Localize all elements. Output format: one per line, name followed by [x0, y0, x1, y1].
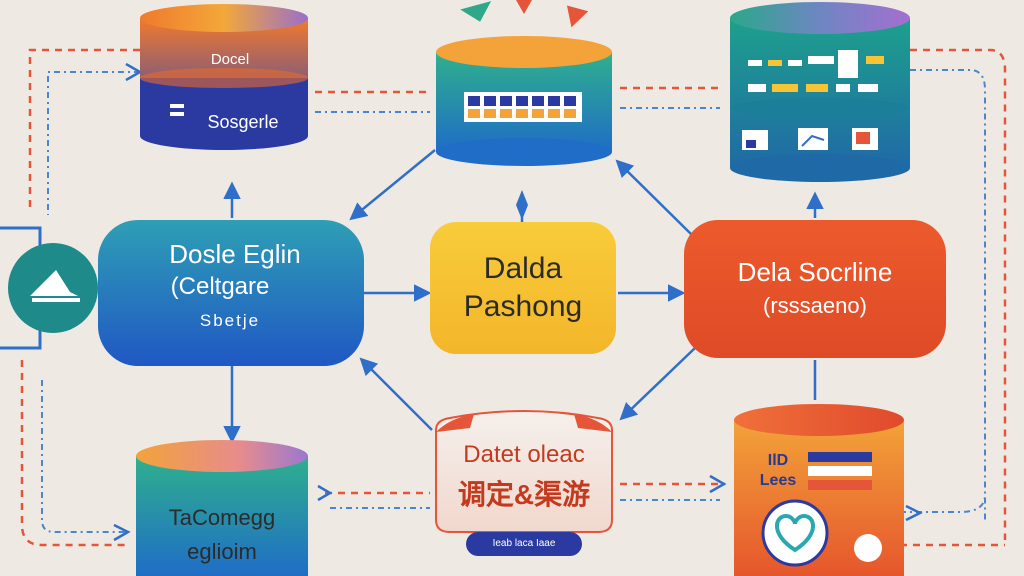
arrow-bottomcenter-to-left [359, 357, 433, 431]
left-process-line3: Sbetje [199, 311, 261, 330]
left-process-line1: Dosle Eglin [169, 239, 301, 269]
bottom-center-line1: Datet oleac [463, 441, 585, 468]
solid-arrows [223, 149, 824, 444]
bottom-left-db-line2: eglioim [187, 539, 257, 564]
bottom-left-database [136, 440, 308, 576]
data-table-icon [748, 50, 884, 92]
dashed-line-bottom-right-inner [900, 494, 986, 513]
dashed-arrowhead-bottom-right [709, 474, 727, 494]
dashed-line-top-left-outer [28, 48, 140, 210]
arrow-right-to-topcenter [615, 159, 693, 236]
control-knob-icon [854, 534, 882, 562]
dashed-line-bottom-left-inner [41, 380, 128, 533]
dashed-arrowhead-bottomleft-center [317, 484, 333, 502]
chart-icons [742, 128, 878, 150]
bottom-center-line2: 调定&渠游 [457, 479, 591, 510]
top-left-db-bottom-label: Sosgerle [207, 112, 279, 132]
top-center-database [436, 36, 612, 166]
center-process-node [430, 222, 616, 354]
diamond-arrow-marker [516, 190, 528, 220]
heart-icon [761, 499, 829, 567]
bottom-center-process-node [435, 410, 613, 556]
center-process-line1: Dalda [483, 252, 563, 285]
top-left-database [140, 4, 308, 150]
bottom-right-db-line1: IlD [767, 452, 789, 469]
right-process-node [684, 220, 946, 358]
dashed-arrowhead-bottom-left [113, 523, 131, 542]
dashed-connections [20, 48, 1007, 547]
arrow-center-to-topleft [349, 149, 436, 221]
server-grid-icon [464, 92, 582, 122]
dashed-line-top-left-inner [47, 71, 140, 215]
bottom-left-db-line1: TaComegg [168, 505, 276, 530]
left-process-line2: (Celtgare [170, 273, 270, 300]
right-process-line1: Dela Socrline [737, 257, 893, 287]
top-left-db-top-label: Docel [210, 51, 250, 68]
center-process-line2: Pashong [463, 290, 583, 323]
bottom-center-badge: Ieab laca Iaae [492, 538, 556, 549]
bottom-right-database [734, 404, 904, 576]
wedge-shape-icon [8, 243, 98, 333]
arrow-right-to-bottomcenter [619, 347, 696, 421]
bottom-right-db-line2: Lees [759, 472, 797, 489]
triangles-decoration-icon [460, 0, 589, 28]
dashed-line-bottom-left-outer [20, 360, 130, 547]
dashed-arrowhead-right-loop [905, 504, 923, 522]
left-process-node [98, 220, 364, 366]
dashed-line-top-right-outer [910, 48, 1007, 540]
top-right-database [730, 2, 910, 182]
right-process-line2: (rsssaeno) [763, 293, 867, 318]
